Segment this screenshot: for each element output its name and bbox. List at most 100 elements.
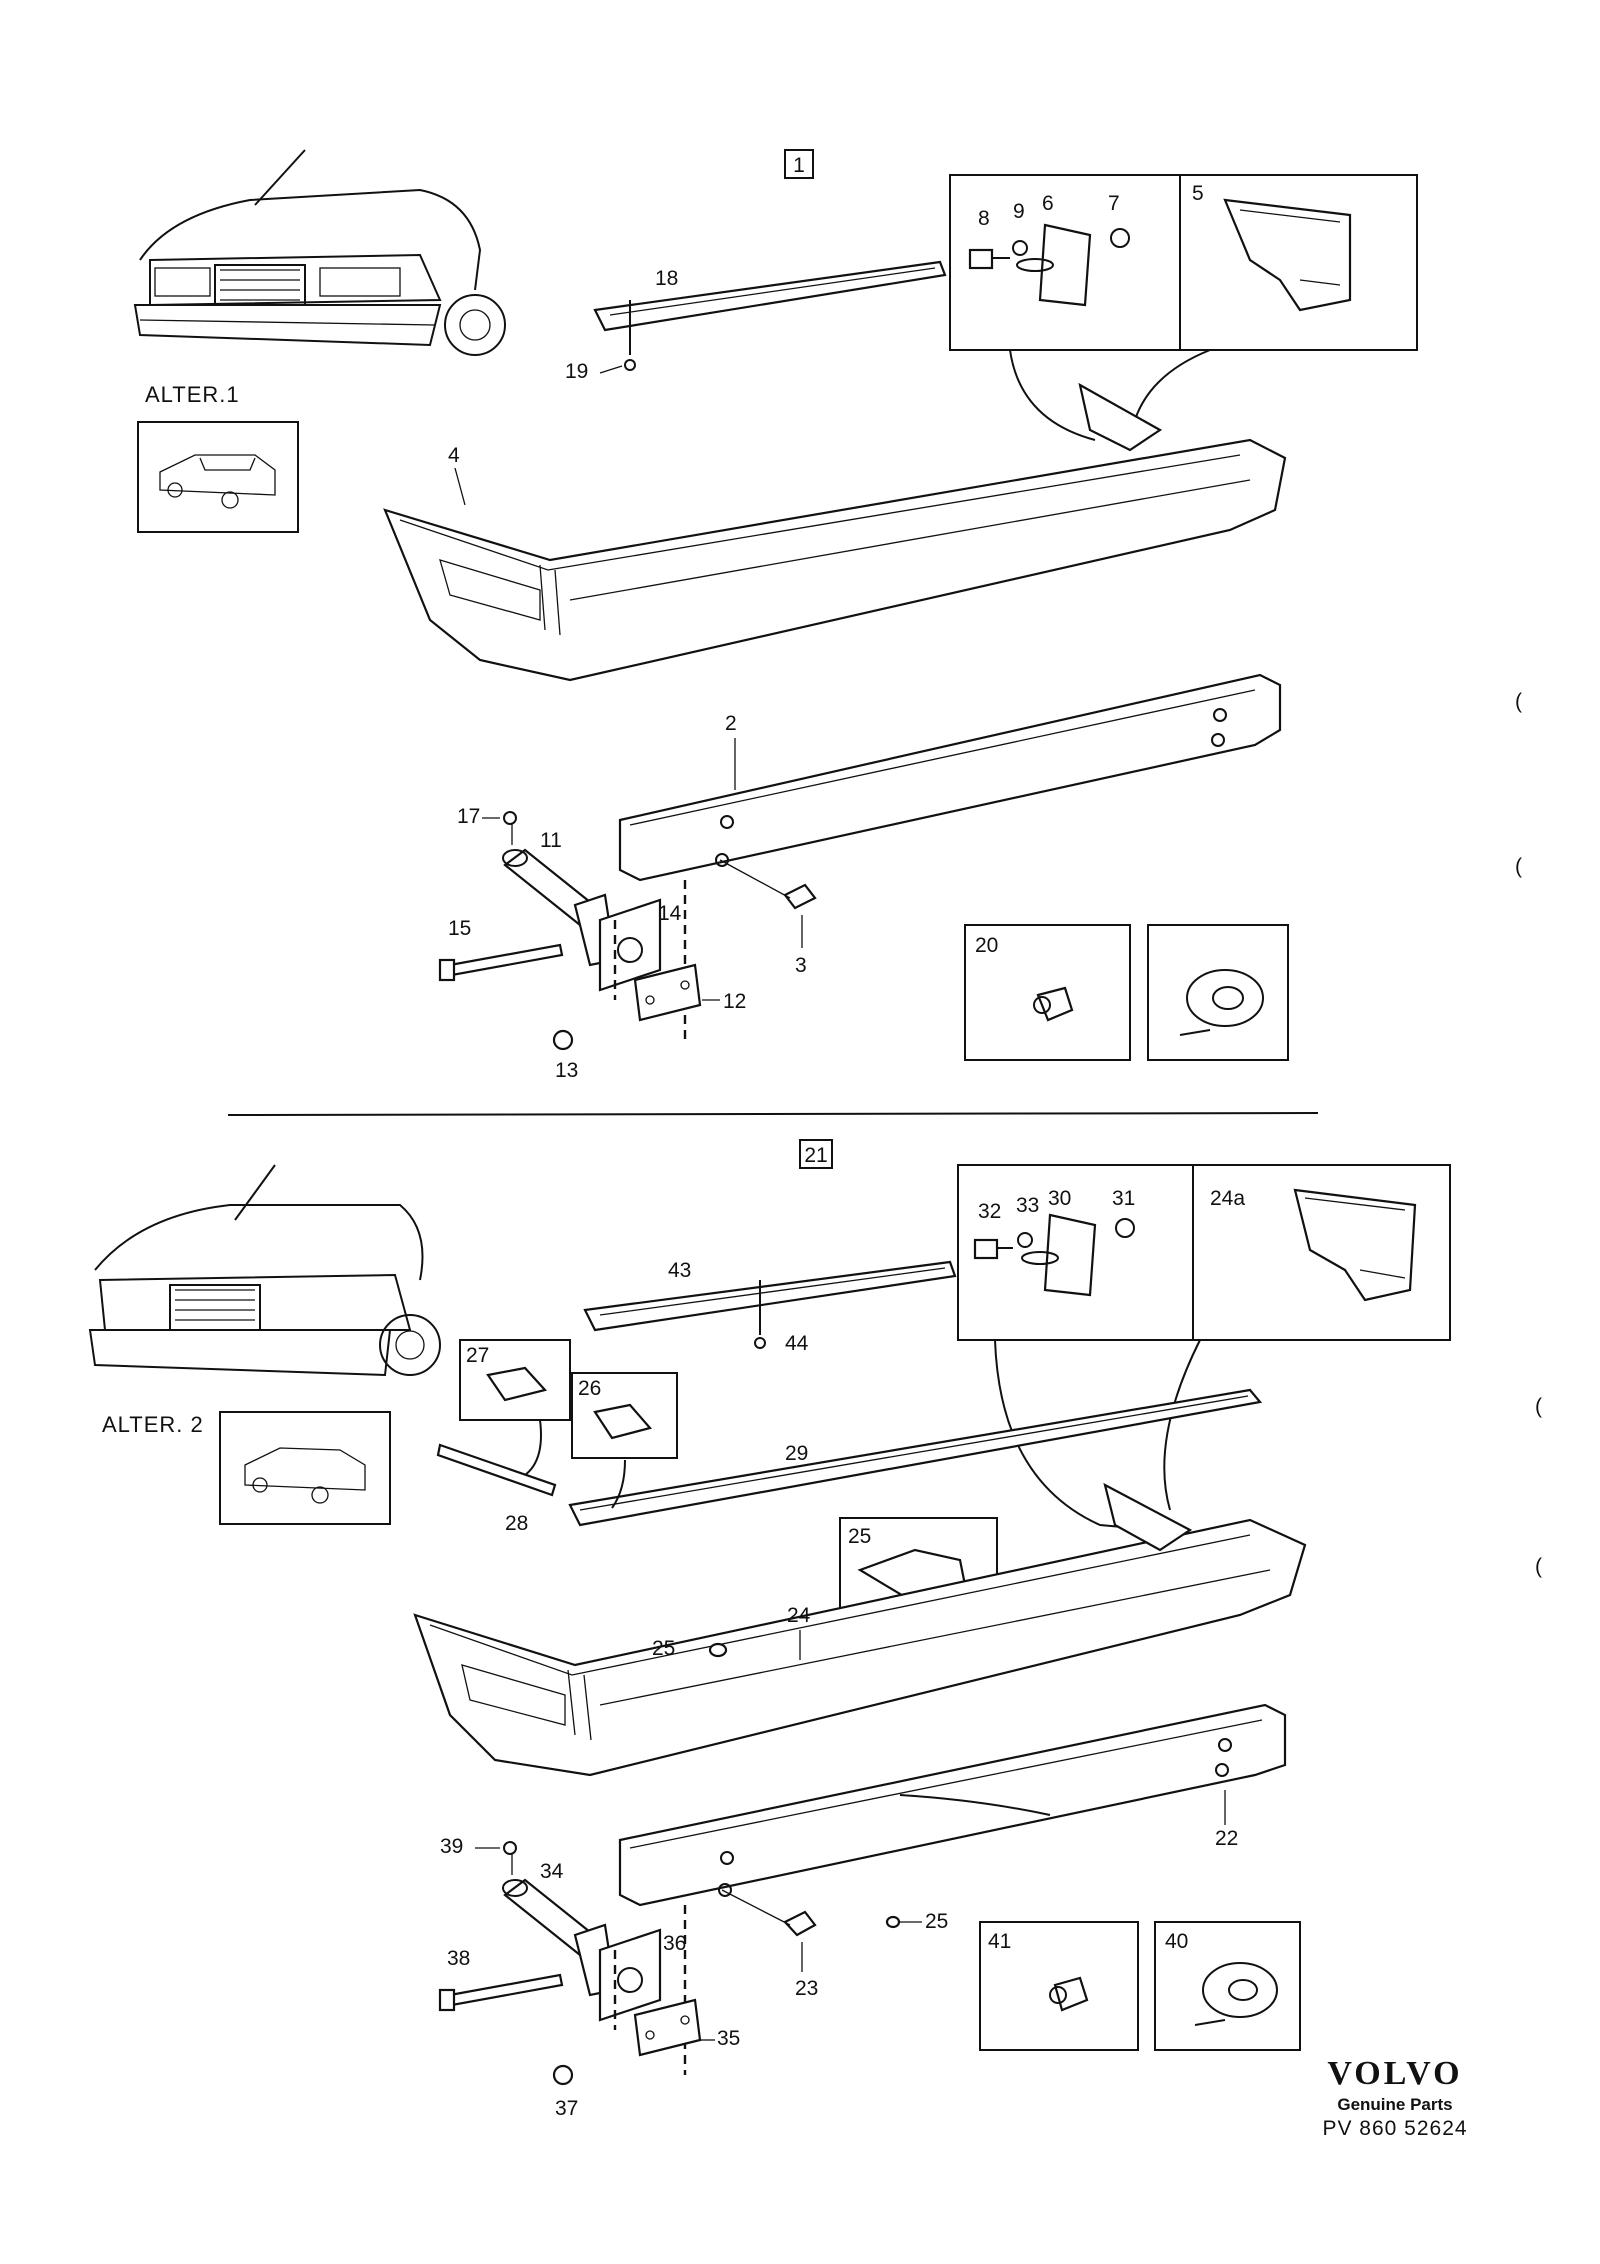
part-29-strip: [436, 1443, 557, 1497]
volvo-logo: VOLVO: [1327, 2055, 1463, 2092]
part-14-bracket: [598, 880, 687, 1040]
callout-38: 37: [555, 2097, 578, 2120]
callout-5: 5: [1192, 182, 1204, 205]
fastener-group-icon-1: [968, 223, 1130, 307]
variant-thumbnail-box-1: [137, 421, 299, 533]
reference-number: PV 860 52624: [1322, 2117, 1468, 2140]
part-2-bumper-beam: [618, 673, 1282, 882]
callout-4: 4: [448, 444, 460, 467]
callout-16: 17: [457, 805, 480, 828]
part-19-clip-icon: [1033, 986, 1074, 1022]
detail-box-19: [964, 924, 1131, 1061]
part-15-bolt: [448, 943, 564, 977]
margin-mark-2: (: [1515, 855, 1522, 878]
callout-35: 34: [540, 1860, 564, 1883]
part-38-nut: [552, 2064, 574, 2086]
section-1-box-label: 1: [793, 154, 805, 177]
callout-6: 6: [1042, 192, 1054, 215]
detail-box-bracket-5: [1179, 174, 1418, 351]
callout-19: 20: [975, 934, 998, 957]
callout-36: 35: [717, 2027, 740, 2050]
callout-12: 12: [723, 990, 746, 1013]
part-41-tape-roll-icon: [1194, 1962, 1278, 2026]
car-thumbnail-icon-1: [159, 454, 276, 509]
callout-37: 36: [663, 1932, 686, 1955]
callout-39: 38: [447, 1947, 470, 1970]
section-2-box-label: 21: [804, 1144, 827, 1167]
bracket-24a-icon: [1293, 1188, 1417, 1302]
callout-40: 39: [440, 1835, 463, 1858]
callout-24: 24: [787, 1604, 811, 1627]
detail-box-42: [979, 1921, 1139, 2051]
callout-44: 44: [785, 1332, 809, 1355]
part-22-bumper-beam: [618, 1703, 1287, 1907]
callout-28: 27: [466, 1344, 489, 1367]
part-3-bolt: [783, 883, 817, 910]
margin-mark-3: (: [1535, 1395, 1542, 1418]
section-2: 21 ALTER. 2 43 44 32 33 3: [88, 1139, 1451, 2120]
callout-34: 33: [1016, 1194, 1039, 1217]
section-1: 1 ALTER.1 18 19: [133, 149, 1418, 1082]
brand-block: VOLVO Genuine Parts PV 860 52624: [1290, 2055, 1500, 2141]
callout-2: 2: [725, 712, 737, 735]
callout-25: 25: [652, 1637, 675, 1660]
callout-3: 3: [795, 954, 807, 977]
section-divider: [227, 1112, 1319, 1116]
margin-mark-1: (: [1515, 690, 1522, 713]
fastener-group-icon-2: [973, 1213, 1135, 1297]
margin-mark-4: (: [1535, 1555, 1542, 1578]
detail-box-41: [1154, 1921, 1301, 2051]
part-17-moulding-strip: [593, 260, 947, 332]
callout-27: 26: [578, 1377, 601, 1400]
part-23-bolt: [783, 1910, 817, 1937]
callout-29: 28: [505, 1512, 528, 1535]
part-20-tape-roll-icon: [1179, 969, 1264, 1036]
car-thumbnail-icon-2: [244, 1447, 366, 1504]
detail-box-27: [571, 1372, 678, 1459]
callout-32: 31: [1112, 1187, 1135, 1210]
callout-15: 15: [448, 917, 471, 940]
part-12-plate: [633, 963, 702, 1022]
part-13-nut: [552, 1029, 574, 1051]
variant-label-alter-2: ALTER. 2: [102, 1412, 204, 1437]
callout-14: 14: [658, 902, 682, 925]
car-front-illustration-alter-2: [88, 1164, 441, 1377]
part-27-clip-icon: [593, 1403, 652, 1440]
car-front-illustration-alter-1: [133, 149, 506, 356]
detail-box-28: [459, 1339, 571, 1421]
callout-30: 29: [785, 1442, 808, 1465]
detail-box-20: [1147, 924, 1289, 1061]
part-42-clip-icon: [1049, 1976, 1089, 2012]
callout-22: 22: [1215, 1827, 1238, 1850]
callout-25-lower: 25: [925, 1910, 948, 1933]
callout-42: 41: [988, 1930, 1011, 1953]
callout-41: 40: [1165, 1930, 1188, 1953]
callout-7: 7: [1108, 192, 1120, 215]
part-37-bracket: [598, 1905, 687, 2075]
callout-43: 43: [668, 1259, 691, 1282]
callout-33: 32: [978, 1200, 1001, 1223]
callout-18: 19: [565, 360, 588, 383]
part-28-clip-icon: [486, 1366, 548, 1402]
part-39-bolt: [448, 1973, 564, 2007]
part-43-moulding-strip: [583, 1260, 957, 1332]
callout-8: 8: [978, 207, 990, 230]
callout-23: 23: [795, 1977, 818, 2000]
variant-label-alter-1: ALTER.1: [145, 382, 240, 407]
callout-31: 30: [1048, 1187, 1071, 1210]
callout-17: 18: [655, 267, 678, 290]
part-36-plate: [633, 1998, 702, 2057]
part-4-bumper-cover: [383, 382, 1287, 682]
bracket-5-icon: [1223, 198, 1352, 312]
callout-11: 11: [540, 829, 562, 852]
callout-9: 9: [1013, 200, 1025, 223]
callout-13: 13: [555, 1059, 578, 1082]
variant-thumbnail-box-2: [219, 1411, 391, 1525]
part-24-bumper-cover: [413, 1482, 1307, 1777]
callout-24a: 24a: [1210, 1187, 1245, 1210]
callout-26: 25: [848, 1525, 871, 1548]
brand-tagline: Genuine Parts: [1337, 2095, 1453, 2114]
margin-marks: ( ( ( (: [1515, 690, 1542, 1578]
detail-box-bracket-24a: [1192, 1164, 1451, 1341]
